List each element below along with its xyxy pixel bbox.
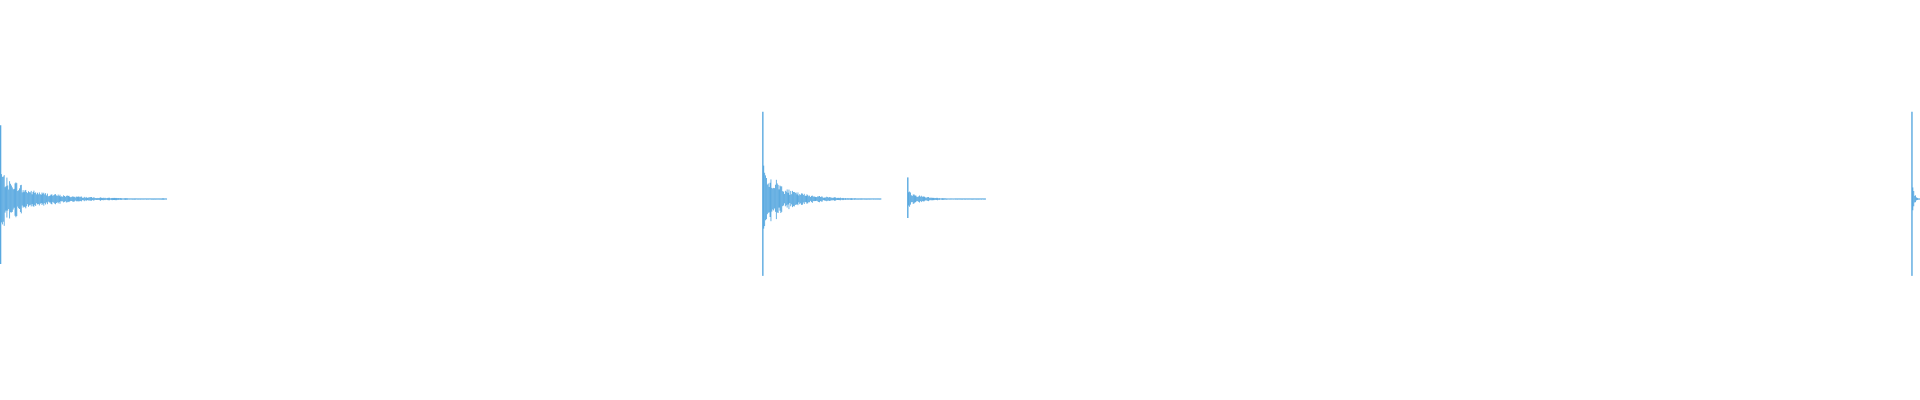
waveform-transient-1 xyxy=(0,125,168,264)
waveform-transient-4 xyxy=(1911,111,1920,276)
waveform-sample-dot xyxy=(162,198,164,200)
waveform-sample-dot xyxy=(124,198,126,200)
waveform-sample-dot xyxy=(117,198,119,200)
waveform-transient-3 xyxy=(907,177,986,219)
waveform-transient-2 xyxy=(762,111,882,276)
